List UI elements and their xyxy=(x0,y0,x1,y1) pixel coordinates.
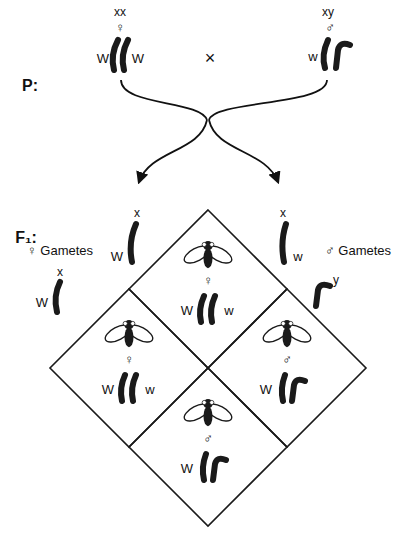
cell-outline xyxy=(208,289,366,447)
offspring-arrow xyxy=(209,120,278,182)
x-chromosome xyxy=(282,224,286,262)
x-chromosome xyxy=(123,40,128,70)
x-chromosome xyxy=(121,375,125,401)
cell-outline xyxy=(129,210,287,368)
x-chromosome xyxy=(211,296,215,322)
y-chromosome xyxy=(336,44,350,68)
offspring-arrow xyxy=(139,120,207,182)
fly-eye xyxy=(202,400,206,404)
cell-diamond xyxy=(129,368,287,526)
chromosome-label: x xyxy=(57,266,63,278)
allele-label: w xyxy=(145,383,154,396)
allele-label: W xyxy=(102,383,114,396)
sex-symbol: ♂ xyxy=(325,21,335,34)
allele-label: W xyxy=(181,462,193,475)
cross-bracket xyxy=(121,80,207,120)
allele-label: W xyxy=(181,304,193,317)
fly-eye xyxy=(210,400,214,404)
x-chromosome xyxy=(56,282,60,312)
cross-bracket xyxy=(209,80,327,120)
sex-symbol: ♀ xyxy=(124,353,134,366)
fly-body xyxy=(283,327,292,347)
cell-outline xyxy=(50,289,208,447)
x-chromosome xyxy=(113,40,118,70)
fruit-fly xyxy=(103,320,156,347)
fly-eye xyxy=(123,321,127,325)
chromosome-label: y xyxy=(333,274,339,286)
gamete-heading: ♂ Gametes xyxy=(325,244,391,257)
cell-diamond xyxy=(50,289,208,447)
cell-diamond xyxy=(208,289,366,447)
sex-symbol: ♀ xyxy=(203,274,213,287)
y-chromosome xyxy=(213,459,226,480)
x-chromosome xyxy=(131,224,136,262)
chromosome-label: x xyxy=(280,207,286,219)
fruit-fly xyxy=(261,320,314,347)
allele-label: W xyxy=(97,52,109,65)
allele-label: W xyxy=(260,383,272,396)
fly-body xyxy=(204,248,213,268)
punnett-cell: ♂W xyxy=(208,289,366,447)
punnett-cell: ♀ Ww xyxy=(129,210,287,368)
sex-symbol: ♀ xyxy=(115,21,125,34)
fruit-fly xyxy=(182,241,235,268)
fly-eye xyxy=(131,321,135,325)
cross-symbol: × xyxy=(205,49,216,67)
fly-eye xyxy=(281,321,285,325)
cell-outline xyxy=(129,368,287,526)
fruit-fly xyxy=(182,399,235,426)
sex-chromosome-notation: xy xyxy=(322,6,334,18)
allele-label: w xyxy=(224,304,233,317)
allele-label: w xyxy=(308,50,317,63)
sex-symbol: ♂ xyxy=(282,353,292,366)
allele-label: W xyxy=(111,250,123,263)
fly-eye xyxy=(289,321,293,325)
cell-diamond xyxy=(129,210,287,368)
chromosome-label: x xyxy=(134,207,140,219)
gamete-heading: ♀ Gametes xyxy=(27,244,93,257)
sex-symbol: ♂ xyxy=(203,432,213,445)
allele-label: W xyxy=(36,296,48,309)
punnett-cell: ♀ Ww xyxy=(50,289,208,447)
x-chromosome xyxy=(282,375,285,401)
fly-body xyxy=(204,406,213,426)
fly-eye xyxy=(210,242,214,246)
punnett-cell: ♂W xyxy=(129,368,287,526)
x-chromosome xyxy=(203,454,206,480)
y-chromosome xyxy=(316,285,330,306)
generation-label: P: xyxy=(22,78,38,94)
y-chromosome xyxy=(292,380,305,401)
x-chromosome xyxy=(132,375,136,401)
x-chromosome xyxy=(324,40,328,68)
sex-chromosome-notation: xx xyxy=(114,6,126,18)
allele-label: w xyxy=(293,250,302,263)
fly-body xyxy=(125,327,134,347)
fly-eye xyxy=(202,242,206,246)
allele-label: W xyxy=(132,52,144,65)
x-chromosome xyxy=(200,296,204,322)
